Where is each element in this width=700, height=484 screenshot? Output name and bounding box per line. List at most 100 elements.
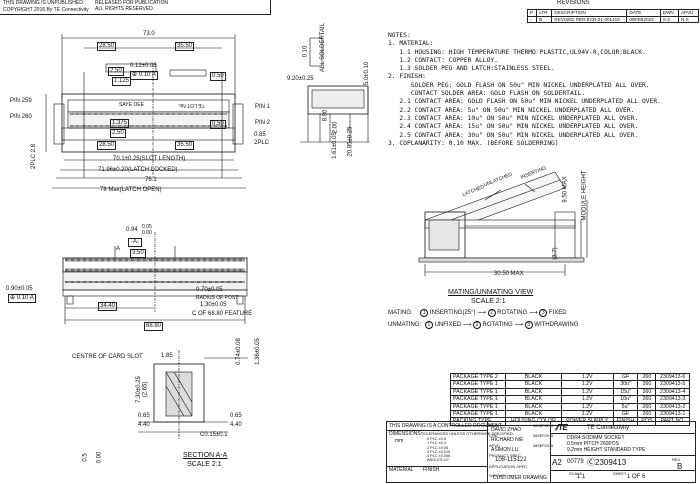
top-dim-1125: 1.125 [112, 77, 132, 86]
note-line-2: 1.2 CONTACT: COPPER ALLOY. [388, 56, 498, 64]
mating-view-scale: SCALE 2:1 [471, 298, 506, 305]
section-dim-136: 1.36±0.05 [254, 338, 261, 365]
header-line-3: ALL RIGHTS RESERVED. [95, 6, 155, 12]
cell: GF [612, 410, 639, 419]
copyright: COPYRIGHT 2016 By TE Connectivity [3, 7, 89, 13]
top-dim-761: 76.1 [145, 177, 157, 183]
top-dim-3550b: 35.50 [175, 141, 195, 150]
chk-label: CHK [489, 433, 498, 438]
top-dim-73: 73.0 [143, 31, 155, 37]
cell: 1.2V [560, 380, 614, 389]
cell: BLACK [505, 410, 562, 419]
top-dim-28: 2PLC 2.8 [31, 143, 38, 170]
cell: 2309413-3 [655, 395, 690, 404]
rev-label: REV [672, 457, 681, 462]
cell: 260 [637, 380, 657, 389]
prod-spec-value: 108-115122 [495, 457, 527, 463]
step-num-1: 1 [420, 309, 429, 317]
section-title: SECTION A-A [183, 452, 228, 459]
rev-desc: REVISED PER ECR-21-001415 [551, 15, 628, 24]
tolerances-label: TOLERANCES UNLESS OTHERWISE SPECIFIED: [421, 431, 514, 436]
rev-h-dwn: DWN [659, 9, 679, 17]
top-dim-78max: 78 Max(LATCH OPEN) [100, 187, 162, 193]
step-num-1: 1 [424, 321, 433, 329]
dimensions-label: DIMENSIONS: [389, 431, 423, 437]
front-datum-a: -A- [128, 238, 143, 247]
sheet-number: 1 [627, 474, 631, 480]
note-line-9: 2.3 CONTACT AREA: 10u" ON 50u" MIN NICKE… [388, 114, 639, 122]
section-view-drawing [138, 350, 248, 440]
side-dim-010: 0.10 [302, 45, 309, 58]
side-all-soldertail: ALL SOLDERTAIL [320, 23, 326, 72]
top-marking: SAYE OEE [119, 102, 144, 108]
cell: 1.2V [560, 402, 614, 412]
front-dim-000: 0.00 [142, 230, 152, 236]
rev-p: - [526, 15, 538, 24]
tol-value: ±0.2 [438, 441, 446, 446]
finish-label: FINISH [423, 467, 440, 473]
section-dim-065-left: 0.65 [138, 413, 150, 419]
mating-dim-37: (3.7) [552, 247, 559, 260]
material-label: MATERIAL [389, 467, 414, 473]
mating-steps: MATING: 1 INSERTING(25°) ⟶ 2 ROTATING ⟶ … [388, 309, 567, 317]
section-dim-185: 1.85 [161, 353, 173, 359]
rev-h-date: DATE [626, 9, 661, 17]
step-num-3: 3 [539, 309, 548, 317]
tol-value: ±0.5 [438, 437, 446, 441]
top-view-drawing [45, 34, 246, 189]
side-view-drawing [300, 37, 370, 143]
cell: 260 [637, 372, 657, 382]
unmating-step-1: UNFIXED [434, 322, 461, 328]
front-dim-090: 0.90±0.05 [6, 286, 33, 292]
rev-h-desc: DESCRIPTION [551, 9, 628, 17]
front-view-drawing [62, 232, 248, 324]
unmating-step-3: WITHDRAWING [534, 322, 579, 328]
cell: PACKAGE TYPE 1 [449, 395, 507, 404]
section-dim-074: 0.74±0.08 [235, 338, 242, 365]
step-num-2: 2 [487, 309, 496, 317]
sheet-size: A2 [552, 458, 562, 467]
top-dim-012: 0.12±0.03 [130, 63, 157, 69]
drawing-name-1: DDR4 SODIMM SOCKET [567, 435, 625, 441]
tol-label: ANGLES [427, 458, 443, 463]
notes-block: NOTES: 1. MATERIAL: 1.1 HOUSING: HIGH TE… [388, 32, 661, 148]
top-dim-1375: 1.375 [110, 119, 130, 128]
front-dim-070: 0.70±0.05 [196, 287, 223, 293]
unmating-steps: UNMATING: 1 UNFIXED ⟶ 2 ROTATING ⟶ 3 WIT… [388, 321, 578, 329]
cell: 1.2V [560, 387, 614, 397]
cell: 2309413-2 [655, 402, 690, 412]
release-block: THIS DRAWING IS UNPUBLISHED. RELEASED FO… [0, 0, 271, 15]
rev-date: 09FEB2022 [626, 15, 661, 24]
revisions-row: - B REVISED PER ECR-21-001415 09FEB2022 … [526, 15, 700, 24]
note-line-10: 2.4 CONTACT AREA: 15u" ON 50u" MIN NICKE… [388, 123, 639, 131]
front-gdt: ⊕ 0.10 A [8, 294, 36, 303]
cell: 1.2V [560, 372, 614, 382]
mating-dim-950: 9.50 MAX [562, 176, 569, 203]
section-scale: SCALE 2:1 [187, 461, 222, 468]
gdt-symbol: ⊕ [10, 295, 17, 301]
header-line-1: THIS DRAWING IS UNPUBLISHED. [3, 0, 85, 6]
scale-value: 1:1 [577, 474, 586, 480]
top-dim-3550a: 35.50 [175, 42, 195, 51]
mating-step-2: ROTATING [497, 310, 528, 316]
side-dim-2085: 20.85±0.25 [347, 126, 354, 157]
top-marking-2: TE LOT No. [178, 102, 205, 108]
arrow-icon: ⟶ [477, 310, 488, 316]
section-dim-440-right: 4.40 [230, 422, 242, 428]
cell: 260 [637, 387, 657, 397]
top-dim-250: 2.50 [108, 67, 124, 76]
appvd-date: 08SEP2016 [533, 444, 554, 448]
cell: 1.2V [560, 395, 614, 404]
top-dim-2plc: 2PLC [254, 140, 270, 146]
cell: 5u" [612, 402, 639, 412]
cell: 260 [637, 402, 657, 412]
revisions-table: P LTR DESCRIPTION DATE DWN APVD - B REVI… [526, 9, 700, 24]
unmating-label: UNMATING: [388, 322, 422, 328]
tol-label: 3 PLC [427, 449, 438, 454]
cell: 2309413-1 [655, 410, 690, 419]
revisions-title: REVISIONS [557, 0, 590, 6]
